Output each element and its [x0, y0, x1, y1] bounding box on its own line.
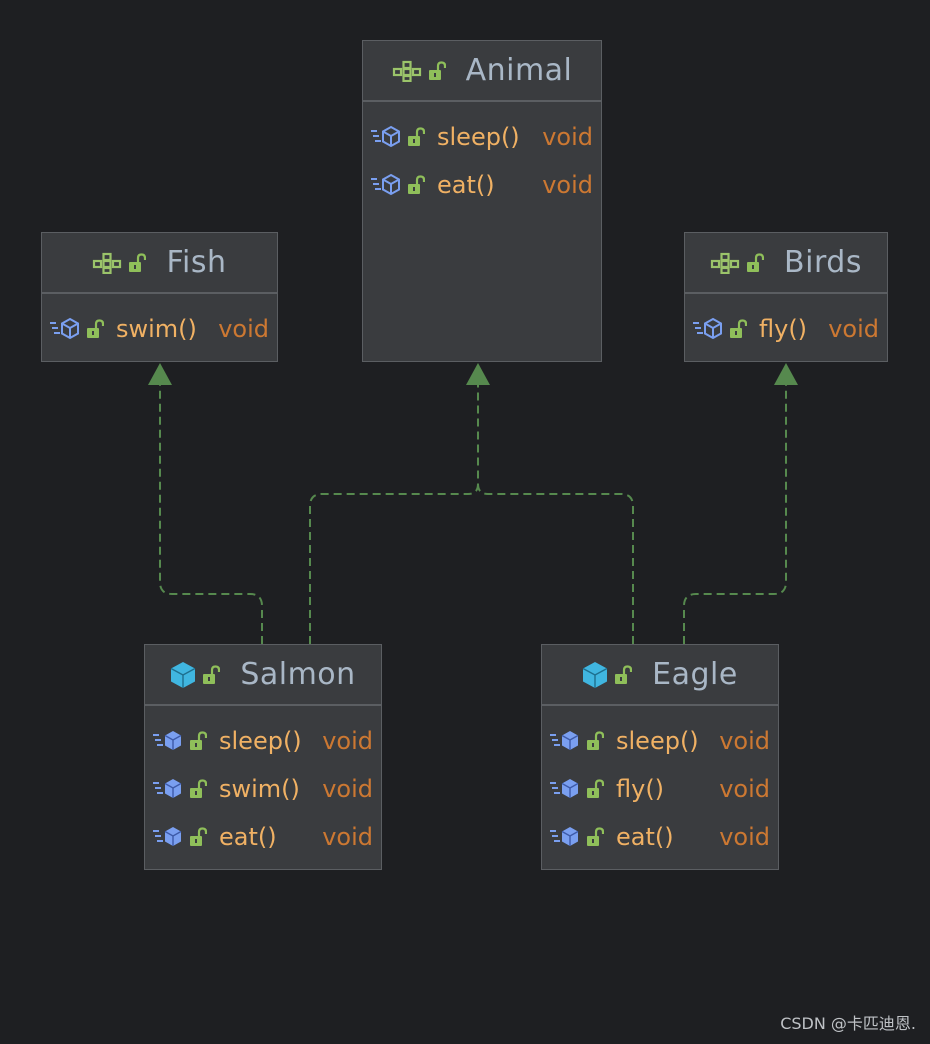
public-lock-icon — [128, 252, 147, 273]
method-name: swim() — [219, 775, 300, 803]
return-type: void — [719, 823, 770, 851]
node-title: Fish — [166, 245, 227, 280]
member-row[interactable]: swim() void — [42, 305, 277, 353]
edge-eagle-animal — [477, 483, 634, 644]
method-icon — [550, 729, 580, 753]
interface-icon — [392, 60, 422, 82]
return-type: void — [322, 823, 373, 851]
node-title: Animal — [465, 53, 573, 88]
node-header: Fish — [42, 233, 277, 294]
public-lock-icon — [586, 827, 604, 847]
node-animal[interactable]: Animal sleep() void eat() void — [362, 40, 602, 362]
method-icon — [371, 125, 401, 149]
node-header: Eagle — [542, 645, 778, 706]
node-title: Birds — [784, 245, 862, 280]
method-icon — [153, 729, 183, 753]
node-header: Birds — [685, 233, 887, 294]
method-name: fly() — [759, 315, 808, 343]
public-lock-icon — [746, 252, 765, 273]
method-icon — [153, 825, 183, 849]
return-type: void — [542, 123, 593, 151]
member-row[interactable]: sleep() void — [542, 717, 778, 765]
edge-salmon-animal — [309, 384, 479, 644]
method-name: eat() — [437, 171, 495, 199]
interface-icon — [92, 252, 122, 274]
member-list: sleep() void eat() void — [363, 102, 601, 209]
public-lock-icon — [428, 60, 446, 81]
public-lock-icon — [586, 731, 604, 751]
method-icon — [153, 777, 183, 801]
method-name: fly() — [616, 775, 665, 803]
public-lock-icon — [407, 127, 425, 147]
member-row[interactable]: fly() void — [685, 305, 887, 353]
public-lock-icon — [729, 319, 747, 339]
node-title: Eagle — [652, 657, 738, 692]
member-row[interactable]: swim() void — [145, 765, 381, 813]
class-icon — [582, 661, 608, 689]
edge-eagle-birds — [683, 384, 787, 644]
arrowhead-animal — [466, 363, 490, 385]
method-name: swim() — [116, 315, 197, 343]
method-icon — [371, 173, 401, 197]
method-name: sleep() — [219, 727, 302, 755]
member-row[interactable]: eat() void — [363, 161, 601, 209]
public-lock-icon — [614, 664, 633, 685]
return-type: void — [322, 727, 373, 755]
member-row[interactable]: fly() void — [542, 765, 778, 813]
method-name: eat() — [616, 823, 674, 851]
return-type: void — [542, 171, 593, 199]
interface-icon — [710, 252, 740, 274]
watermark: CSDN @卡匹迪恩. — [780, 1014, 916, 1033]
node-eagle[interactable]: Eagle sleep() void fly() void — [541, 644, 779, 870]
member-row[interactable]: eat() void — [542, 813, 778, 861]
member-list: swim() void — [42, 294, 277, 353]
method-name: eat() — [219, 823, 277, 851]
method-icon — [550, 825, 580, 849]
public-lock-icon — [189, 779, 207, 799]
public-lock-icon — [586, 779, 604, 799]
return-type: void — [719, 775, 770, 803]
method-icon — [550, 777, 580, 801]
public-lock-icon — [407, 175, 425, 195]
return-type: void — [322, 775, 373, 803]
return-type: void — [828, 315, 879, 343]
edge-salmon-fish — [159, 384, 263, 644]
method-icon — [50, 317, 80, 341]
public-lock-icon — [86, 319, 104, 339]
method-name: sleep() — [616, 727, 699, 755]
member-row[interactable]: eat() void — [145, 813, 381, 861]
public-lock-icon — [202, 664, 221, 685]
node-title: Salmon — [240, 657, 356, 692]
node-header: Salmon — [145, 645, 381, 706]
member-row[interactable]: sleep() void — [363, 113, 601, 161]
public-lock-icon — [189, 731, 207, 751]
member-list: sleep() void swim() void eat() void — [145, 706, 381, 861]
method-icon — [693, 317, 723, 341]
node-fish[interactable]: Fish swim() void — [41, 232, 278, 362]
node-salmon[interactable]: Salmon sleep() void swim() void — [144, 644, 382, 870]
node-header: Animal — [363, 41, 601, 102]
return-type: void — [719, 727, 770, 755]
method-name: sleep() — [437, 123, 520, 151]
public-lock-icon — [189, 827, 207, 847]
class-icon — [170, 661, 196, 689]
arrowhead-fish — [148, 363, 172, 385]
return-type: void — [218, 315, 269, 343]
member-list: fly() void — [685, 294, 887, 353]
member-row[interactable]: sleep() void — [145, 717, 381, 765]
arrowhead-birds — [774, 363, 798, 385]
node-birds[interactable]: Birds fly() void — [684, 232, 888, 362]
member-list: sleep() void fly() void eat() void — [542, 706, 778, 861]
